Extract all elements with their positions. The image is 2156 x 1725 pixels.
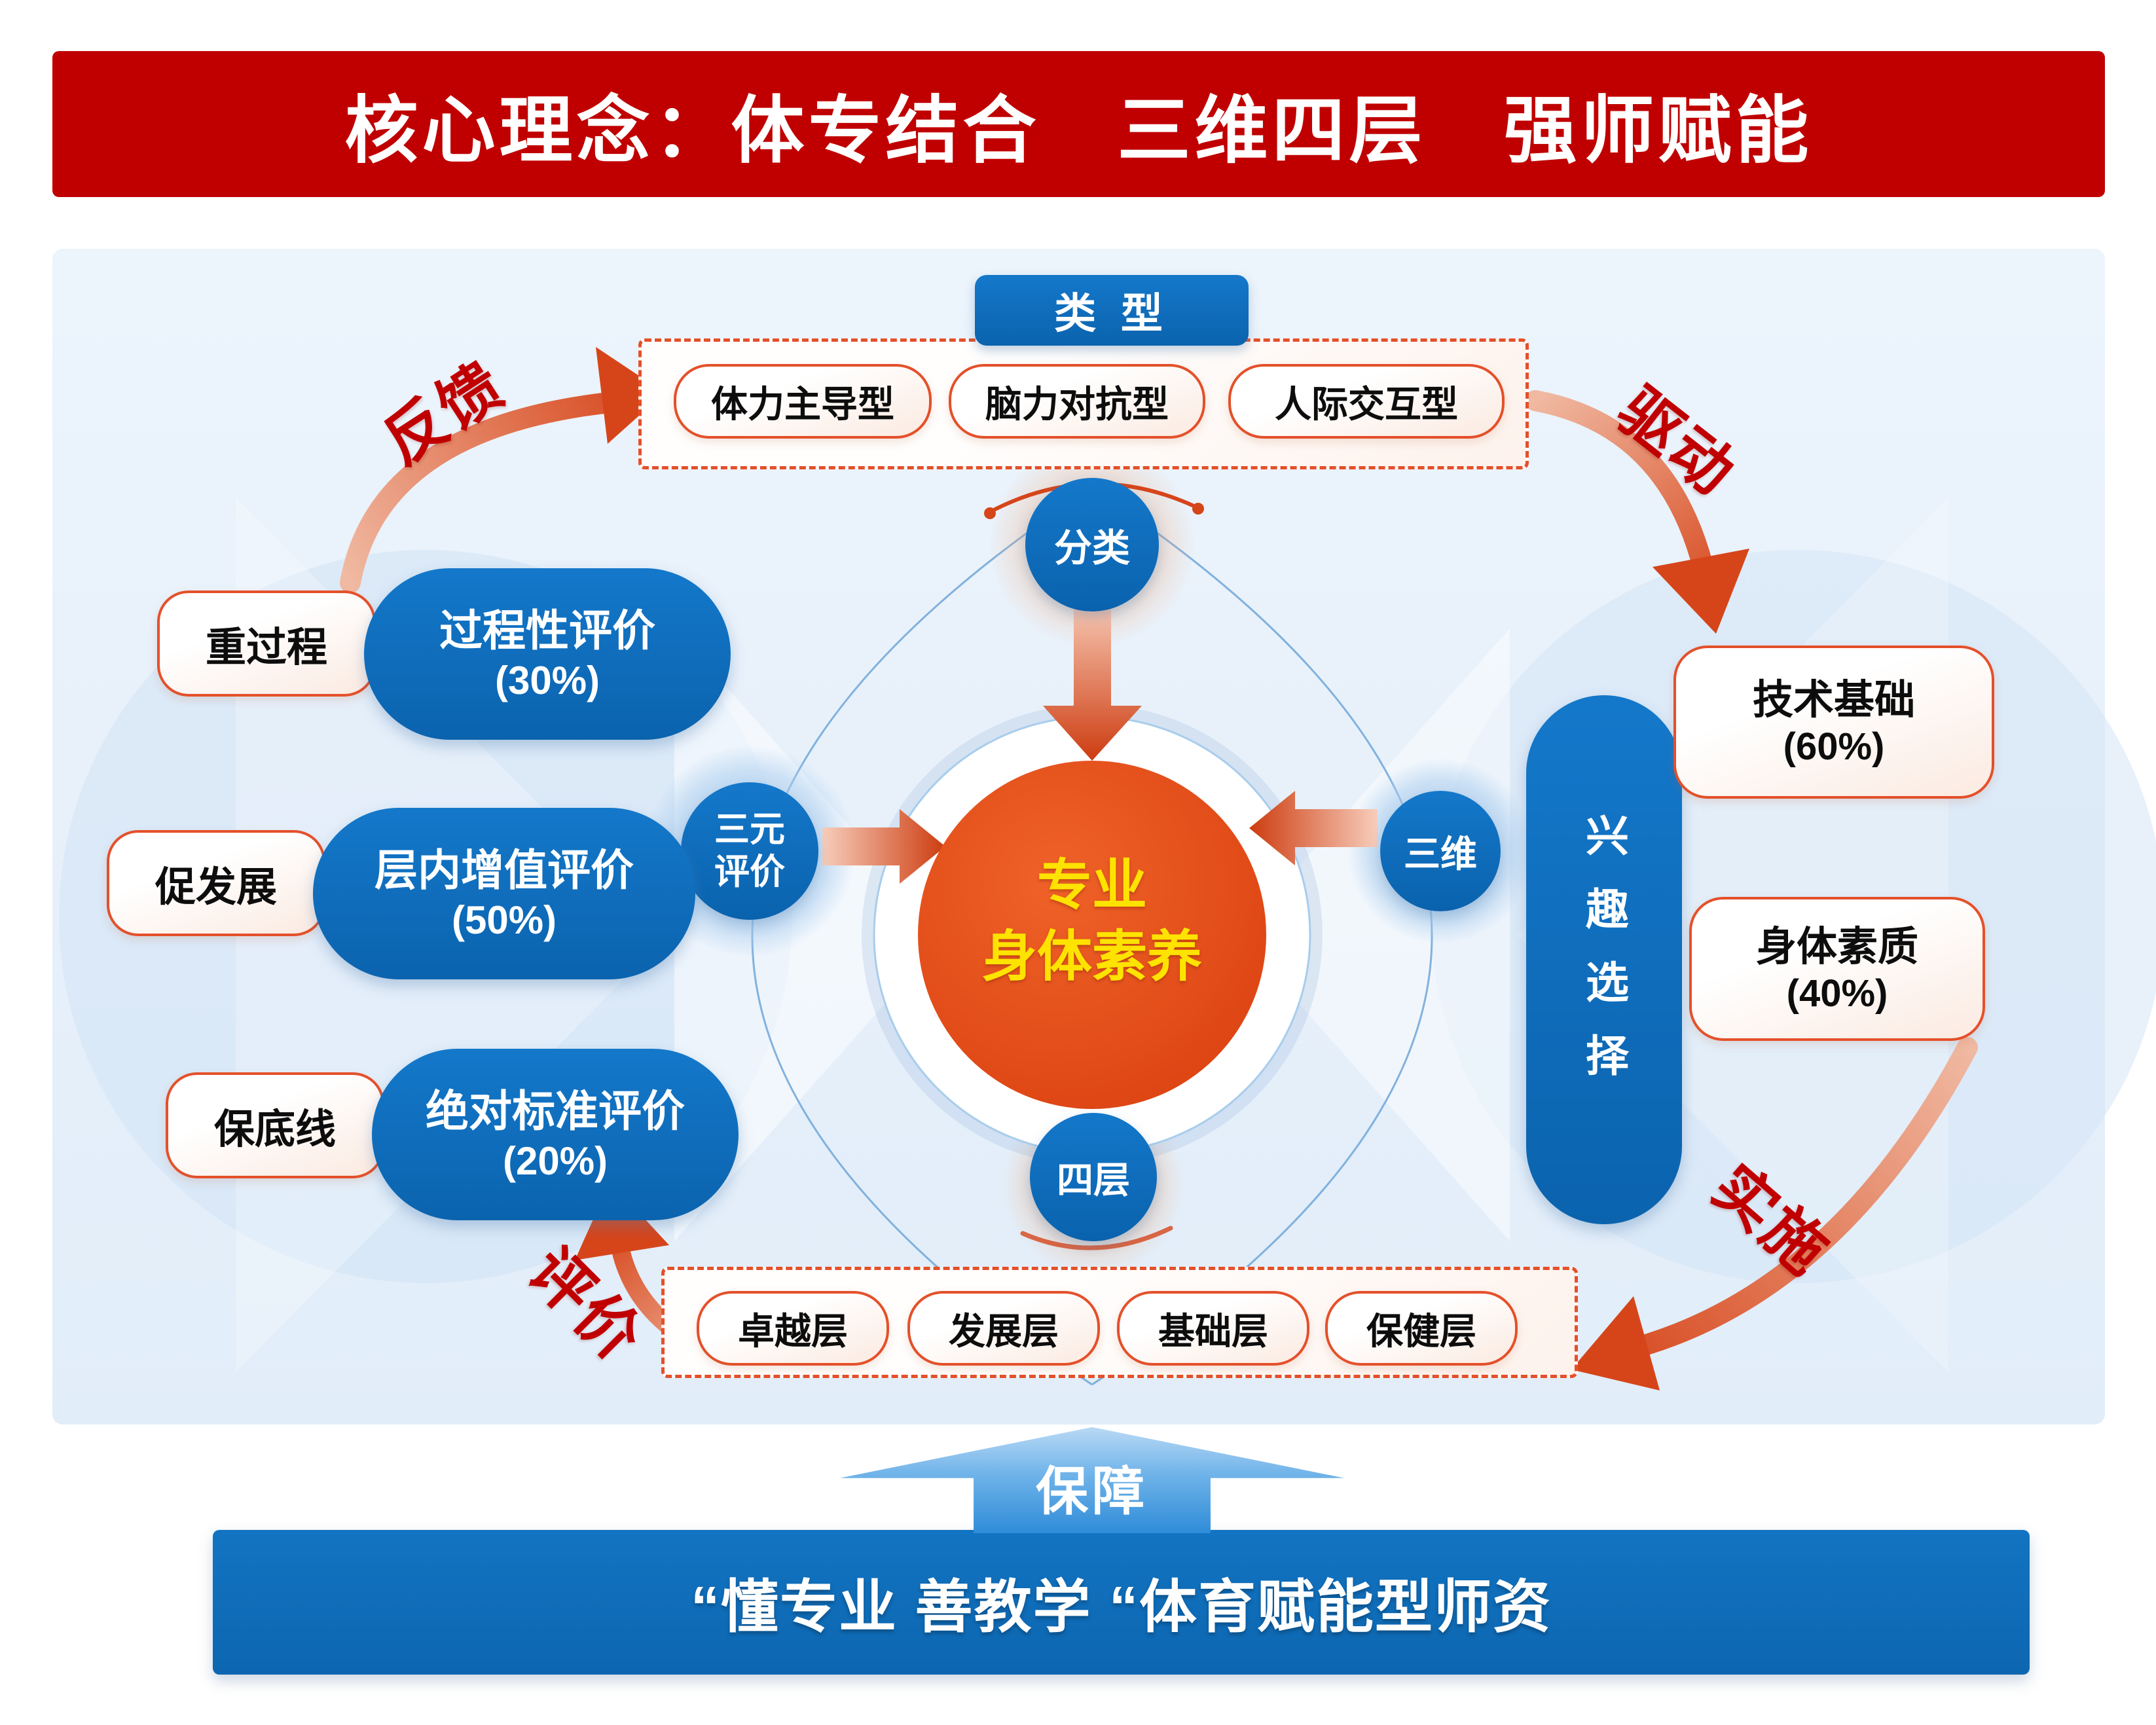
tag-pill-development: 促发展 xyxy=(107,830,325,936)
center-title-line2: 身体素养 xyxy=(981,926,1202,988)
process-eval-box: 过程性评价 (30%) xyxy=(364,568,731,740)
ternary-eval-hub: 三元 评价 xyxy=(681,782,818,920)
eval-box-line1: 绝对标准评价 xyxy=(426,1086,685,1135)
tech-base-pill: 技术基础 (60%) xyxy=(1673,645,1994,799)
page-title: 核心理念：体专结合 三维四层 强师赋能 xyxy=(344,89,1813,172)
center-title-line1: 专业 xyxy=(1036,854,1147,916)
tag-pill-process: 重过程 xyxy=(157,590,376,697)
three-dim-hub: 三维 xyxy=(1380,791,1501,911)
type-pill-label: 脑力对抗型 xyxy=(985,383,1169,425)
four-layer-hub: 四层 xyxy=(1030,1113,1157,1241)
layer-pill: 基础层 xyxy=(1117,1291,1309,1366)
tag-label: 保底线 xyxy=(213,1107,336,1152)
type-pill-label: 人际交互型 xyxy=(1275,383,1458,425)
absolute-standard-eval-box: 绝对标准评价 (20%) xyxy=(372,1049,739,1220)
eval-box-line2: (30%) xyxy=(494,659,600,703)
classify-hub: 分类 xyxy=(1025,478,1159,611)
interest-capsule: 兴趣选择 xyxy=(1526,695,1682,1224)
layer-pill: 发展层 xyxy=(907,1291,1100,1366)
type-label-box: 类 型 xyxy=(975,275,1249,346)
ternary-label-line2: 评价 xyxy=(714,852,785,892)
title-banner: 核心理念：体专结合 三维四层 强师赋能 xyxy=(52,51,2105,197)
right-pill-line2: (60%) xyxy=(1783,725,1885,769)
guarantee-label: 保障 xyxy=(1036,1449,1148,1525)
layer-pill-label: 发展层 xyxy=(949,1310,1059,1352)
tag-label: 促发展 xyxy=(155,865,277,910)
tag-pill-baseline: 保底线 xyxy=(166,1072,384,1178)
footer-banner-text: “懂专业 善教学 “体育赋能型师资 xyxy=(691,1574,1552,1639)
tag-label: 重过程 xyxy=(205,625,327,670)
type-pill: 人际交互型 xyxy=(1228,364,1505,439)
type-pill-label: 体力主导型 xyxy=(711,383,894,425)
eval-box-line1: 层内增值评价 xyxy=(375,845,634,894)
ternary-label-line1: 三元 xyxy=(714,810,785,850)
fitness-pill: 身体素质 (40%) xyxy=(1689,897,1985,1041)
layer-pill-label: 保健层 xyxy=(1366,1310,1476,1352)
type-pill: 脑力对抗型 xyxy=(949,364,1205,439)
footer-banner: “懂专业 善教学 “体育赋能型师资 xyxy=(213,1530,2030,1675)
right-pill-line1: 技术基础 xyxy=(1752,677,1915,723)
interest-label: 兴趣选择 xyxy=(1580,813,1628,1106)
layer-pill-label: 基础层 xyxy=(1158,1310,1268,1352)
layer-pill-label: 卓越层 xyxy=(738,1310,848,1352)
layer-pill: 卓越层 xyxy=(697,1291,889,1366)
type-pill: 体力主导型 xyxy=(674,364,932,439)
classify-label: 分类 xyxy=(1053,527,1130,570)
layer-pill: 保健层 xyxy=(1325,1291,1518,1366)
right-pill-line2: (40%) xyxy=(1786,972,1888,1015)
type-label: 类 型 xyxy=(1054,290,1169,337)
center-title: 专业 身体素养 xyxy=(928,850,1256,992)
eval-box-line1: 过程性评价 xyxy=(439,606,655,655)
right-pill-line1: 身体素质 xyxy=(1755,924,1918,970)
four-layer-label: 四层 xyxy=(1057,1159,1130,1201)
eval-box-line2: (20%) xyxy=(502,1139,608,1184)
eval-box-line2: (50%) xyxy=(451,898,557,943)
guarantee-text: 保障 xyxy=(1036,1462,1148,1521)
three-dim-label: 三维 xyxy=(1404,833,1477,875)
value-added-eval-box: 层内增值评价 (50%) xyxy=(313,808,695,979)
